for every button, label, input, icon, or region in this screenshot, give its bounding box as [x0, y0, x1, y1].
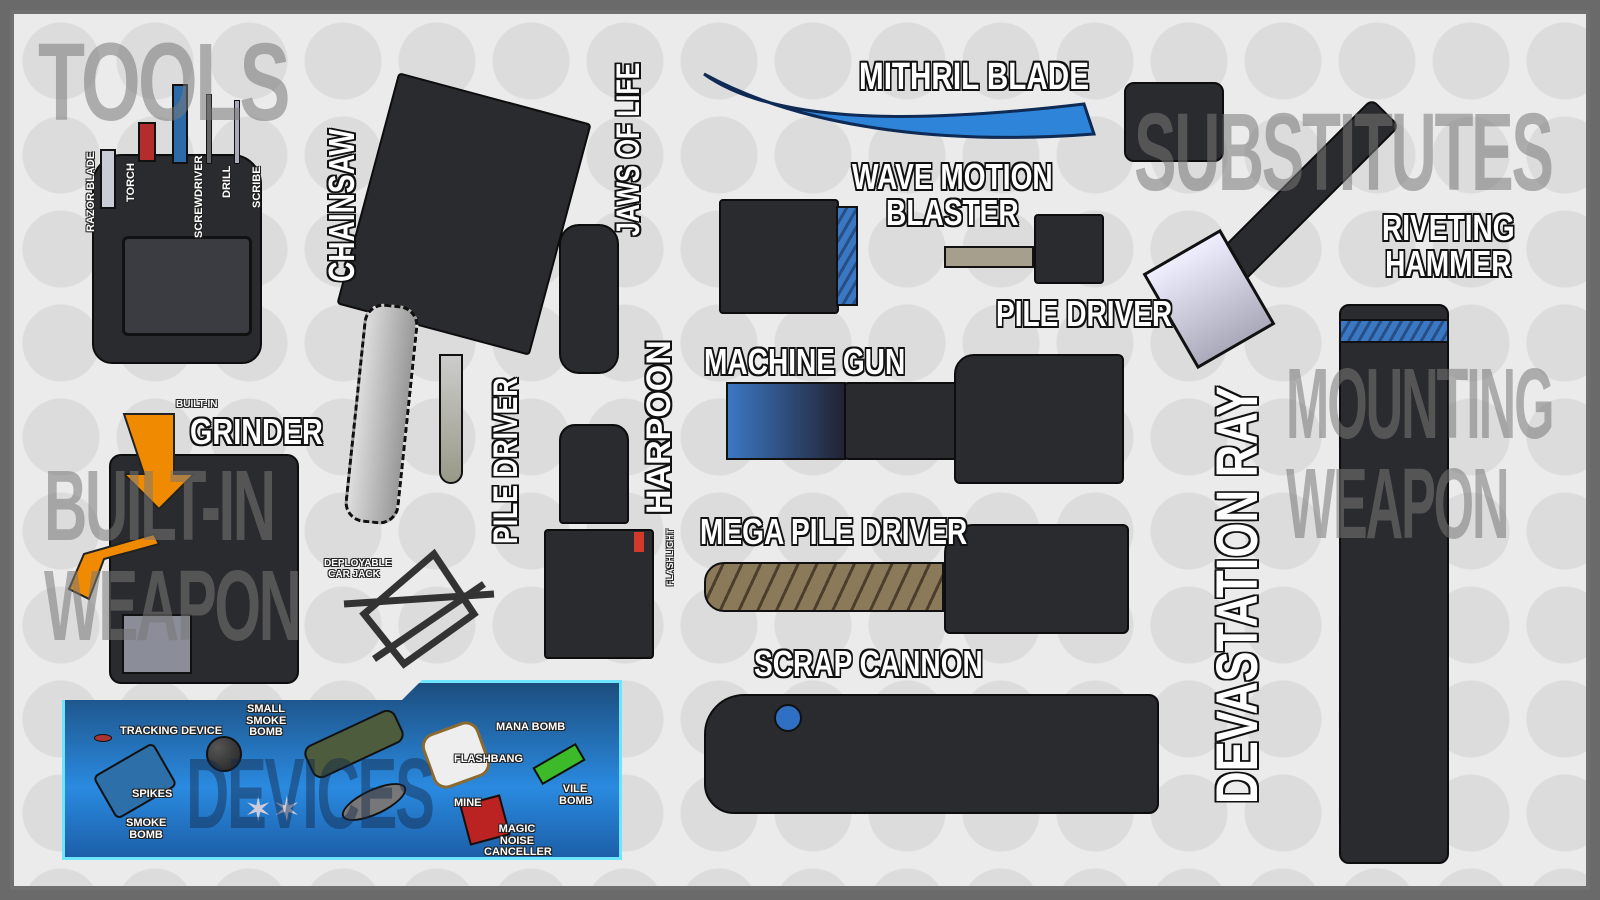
label-flashbang: FLASHBANG: [454, 753, 524, 765]
label-grinder: GRINDER: [190, 411, 323, 452]
label-smoke-bomb: SMOKE BOMB: [126, 817, 167, 841]
tracking-device-icon: [94, 734, 112, 742]
label-chainsaw: CHAINSAW: [321, 129, 362, 282]
label-scribe: SCRIBE: [251, 166, 263, 208]
mithril-blade-icon: [703, 72, 1097, 139]
mithril-blade-hilt: [1124, 82, 1224, 162]
label-screwdriver: SCREWDRIVER: [193, 155, 205, 238]
label-scrap-cannon: SCRAP CANNON: [754, 643, 983, 684]
label-vile-bomb: VILE BOMB: [559, 783, 593, 807]
machine-gun-body: [954, 354, 1124, 484]
wave-motion-blaster-coil: [836, 206, 858, 306]
label-razor-blade: RAZOR BLADE: [85, 151, 97, 232]
pile-driver-mount: [1034, 214, 1104, 284]
label-jaws-of-life: JAWS OF LIFE: [610, 62, 646, 236]
machine-gun-barrels: [726, 382, 846, 460]
label-harpoon: HARPOON: [640, 340, 678, 514]
scrap-cannon-body: [704, 694, 1159, 814]
label-small-smoke-bomb: SMALL SMOKE BOMB: [246, 703, 287, 739]
devastation-ray-coil: [1339, 319, 1449, 343]
bg-word-devices: DEVICES: [186, 738, 435, 850]
grinder-arrows: [67, 413, 197, 601]
label-flashlight: FLASHLIGHT: [665, 529, 675, 586]
wave-motion-blaster-body: [719, 199, 839, 314]
machine-gun-barrel-dark: [844, 382, 964, 460]
label-pile-driver: PILE DRIVER: [996, 293, 1173, 334]
label-devastation-ray: DEVASTATION RAY: [1205, 385, 1270, 804]
razor-blade-icon: [100, 149, 116, 209]
scrap-cannon-port: [774, 704, 802, 732]
label-mega-pile-driver: MEGA PILE DRIVER: [700, 511, 968, 552]
label-mana-bomb: MANA BOMB: [496, 721, 566, 733]
label-tracking-device: TRACKING DEVICE: [120, 725, 223, 737]
grinder-base: [122, 614, 192, 674]
car-jack-icon: [343, 548, 495, 669]
jaws-of-life-claw: [559, 224, 619, 374]
label-pile-driver-built-in: PILE DRIVER: [487, 377, 525, 544]
label-mine: MINE: [454, 797, 482, 809]
torch-icon: [138, 122, 156, 162]
harpoon-glove: [559, 424, 629, 524]
scribe-icon: [234, 100, 240, 164]
bg-word-mounting-weapon: MOUNTING WEAPON: [1286, 348, 1555, 560]
glove-screen: [122, 236, 252, 336]
small-smoke-bomb-icon: [206, 736, 242, 772]
label-torch: TORCH: [125, 163, 137, 202]
screwdriver-icon: [172, 84, 188, 164]
devastation-ray-body: [1339, 304, 1449, 864]
flashlight-icon: [634, 532, 644, 552]
mega-pile-driver-body: [944, 524, 1129, 634]
bg-word-substitutes: SUBSTITUTES: [1134, 91, 1554, 214]
label-spikes: SPIKES: [132, 788, 173, 800]
drill-icon: [206, 94, 212, 164]
label-grinder-prefix: BUILT-IN: [176, 399, 218, 410]
label-magic-noise-canceller: MAGIC NOISE CANCELLER: [484, 823, 552, 859]
bg-word-tools: TOOLS: [38, 21, 291, 144]
label-mithril-blade: MITHRIL BLADE: [859, 56, 1089, 98]
label-car-jack: DEPLOYABLE CAR JACK: [324, 558, 392, 580]
bg-word-built-in-weapon: BUILT-IN WEAPON: [44, 450, 302, 662]
label-drill: DRILL: [221, 165, 233, 198]
pile-driver-spike: [439, 354, 463, 484]
spikes-icon: ✶✶: [244, 791, 301, 829]
label-machine-gun: MACHINE GUN: [704, 341, 906, 382]
illustration-sheet: RAZOR BLADE TORCH SCREWDRIVER DRILL SCRI…: [10, 10, 1590, 890]
mega-pile-driver-drill: [704, 562, 944, 612]
pile-driver-shaft: [944, 246, 1034, 268]
